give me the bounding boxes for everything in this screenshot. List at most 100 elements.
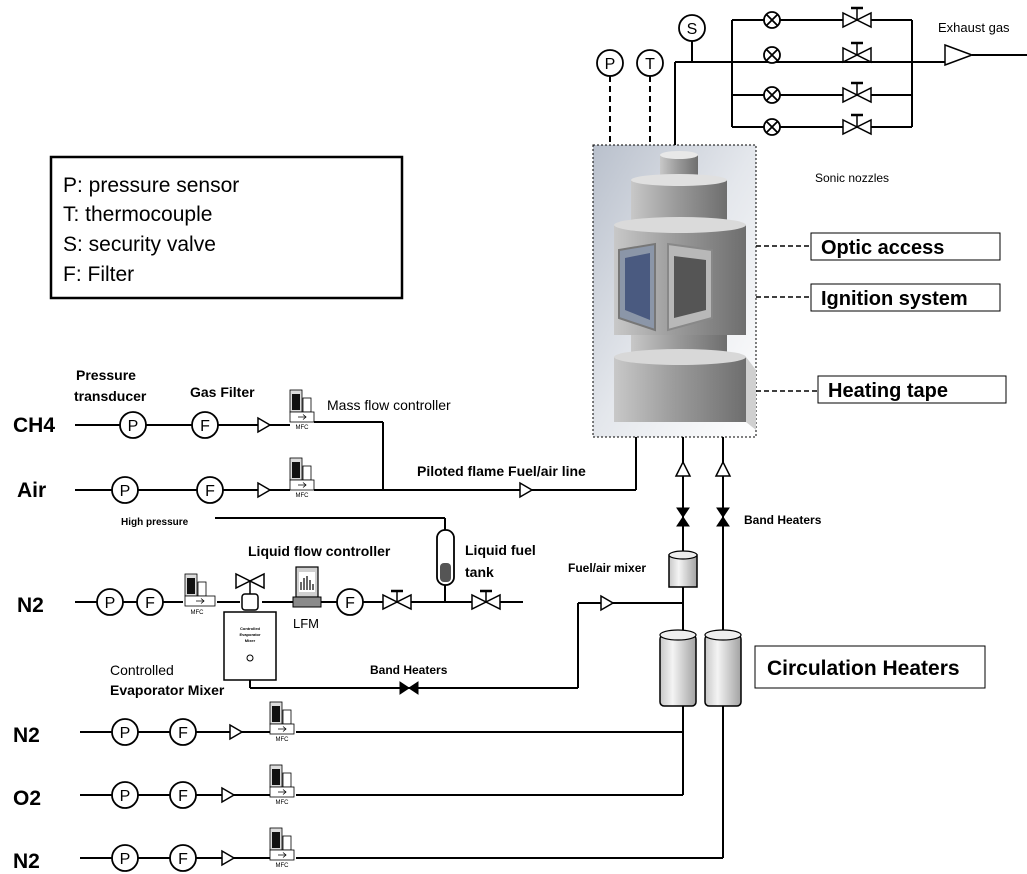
pressure-transducer-icon: P bbox=[111, 476, 139, 504]
sonic-nozzles-label: Sonic nozzles bbox=[815, 171, 889, 185]
mfc-label: MFC bbox=[296, 493, 310, 499]
mfc-icon: MFC bbox=[269, 764, 295, 806]
filter-icon: F bbox=[136, 588, 164, 616]
chamber-sensor-lines bbox=[609, 76, 651, 145]
cem-box-text: Evaporator bbox=[239, 632, 261, 637]
ignition-system-label: Ignition system bbox=[821, 288, 968, 310]
mfc-icon: MFC bbox=[184, 573, 216, 616]
controlled-evaporator-mixer: Controlled Evaporator Mixer bbox=[223, 611, 277, 681]
thermocouple-symbol: T bbox=[645, 56, 655, 73]
circulation-heater-2 bbox=[704, 629, 742, 707]
cem-inlet-valve-icon bbox=[235, 572, 265, 611]
filter-icon: F bbox=[169, 781, 197, 809]
check-valve-icon bbox=[399, 507, 730, 695]
gas-inlet-ch4: CH4 bbox=[13, 414, 55, 437]
filter-icon: F bbox=[336, 588, 364, 616]
band-heaters-label: Band Heaters bbox=[370, 663, 448, 677]
mass-flow-controller-label: Mass flow controller bbox=[327, 397, 451, 413]
mfc-icon: MFC bbox=[269, 827, 295, 869]
legend: P: pressure sensor T: thermocouple S: se… bbox=[49, 155, 404, 300]
liquid-fuel-tank-label: tank bbox=[465, 564, 494, 580]
combustion-chamber-render bbox=[592, 144, 757, 438]
security-valve-symbol: S bbox=[687, 21, 698, 38]
filter-icon: F bbox=[196, 476, 224, 504]
circulation-heaters-label: Circulation Heaters bbox=[767, 657, 960, 680]
filter-symbol: F bbox=[200, 418, 210, 435]
mfc-icon: MFC bbox=[269, 701, 295, 743]
exhaust-valve-icon bbox=[842, 113, 872, 136]
gas-inlet-n2-lower: N2 bbox=[13, 850, 40, 873]
liquid-flow-meter: LFM bbox=[292, 566, 322, 631]
mfc-label: MFC bbox=[191, 610, 205, 616]
mfc-icon: MFC bbox=[289, 389, 315, 431]
sonic-nozzle-icon bbox=[763, 11, 781, 29]
sonic-nozzle-icon bbox=[763, 46, 781, 64]
mfc-label: MFC bbox=[276, 737, 290, 743]
filter-icon: F bbox=[169, 844, 197, 872]
pressure-transducer-icon: P bbox=[119, 411, 147, 439]
shutoff-valve-icon bbox=[471, 589, 501, 611]
liquid-flow-controller-label: Liquid flow controller bbox=[248, 543, 391, 559]
cem-label: Controlled bbox=[110, 662, 174, 678]
filter-symbol: F bbox=[345, 595, 355, 612]
liquid-fuel-tank bbox=[436, 529, 455, 586]
cem-label: Evaporator Mixer bbox=[110, 682, 225, 698]
cem-box-text: Mixer bbox=[245, 638, 256, 643]
gas-inlet-air: Air bbox=[17, 479, 46, 502]
pressure-transducer-icon: P bbox=[111, 781, 139, 809]
piloted-flame-line-label: Piloted flame Fuel/air line bbox=[417, 463, 586, 479]
filter-icon: F bbox=[169, 718, 197, 746]
pressure-symbol: P bbox=[120, 851, 131, 868]
shutoff-valve-icon bbox=[382, 589, 412, 611]
pressure-symbol: P bbox=[120, 483, 131, 500]
callout-heating-tape: Heating tape bbox=[756, 375, 1007, 404]
pressure-transducer-label: transducer bbox=[74, 388, 147, 404]
gas-inlet-n2: N2 bbox=[13, 724, 40, 747]
band-heaters-label: Band Heaters bbox=[744, 513, 822, 527]
mfc-label: MFC bbox=[276, 863, 290, 869]
mfc-label: MFC bbox=[296, 425, 310, 431]
exhaust-valve-icon bbox=[842, 6, 872, 29]
circulation-heater-1 bbox=[659, 629, 697, 707]
pressure-symbol: P bbox=[105, 595, 116, 612]
filter-icon: F bbox=[191, 411, 219, 439]
exhaust-outlet-arrow bbox=[944, 43, 975, 67]
fuel-air-mixer bbox=[668, 550, 698, 588]
pressure-symbol: P bbox=[120, 788, 131, 805]
legend-item-thermocouple: T: thermocouple bbox=[63, 203, 212, 226]
callout-circulation-heaters: Circulation Heaters bbox=[754, 645, 986, 689]
pressure-symbol: P bbox=[128, 418, 139, 435]
legend-item-security: S: security valve bbox=[63, 233, 216, 256]
legend-item-pressure: P: pressure sensor bbox=[63, 174, 239, 197]
optic-access-label: Optic access bbox=[821, 237, 944, 259]
thermocouple-icon: T bbox=[636, 49, 664, 77]
exhaust-manifold bbox=[674, 19, 1027, 145]
cem-box-text: Controlled bbox=[240, 626, 261, 631]
filter-symbol: F bbox=[205, 483, 215, 500]
exhaust-valve-icon bbox=[842, 41, 872, 64]
pressure-transducer-icon: P bbox=[96, 588, 124, 616]
pressure-transducer-icon: P bbox=[111, 844, 139, 872]
pressure-symbol: P bbox=[120, 725, 131, 742]
gas-inlet-o2: O2 bbox=[13, 787, 41, 810]
high-pressure-label: High pressure bbox=[121, 517, 189, 528]
mfc-label: MFC bbox=[276, 800, 290, 806]
heating-tape-label: Heating tape bbox=[828, 380, 948, 402]
fuel-air-mixer-label: Fuel/air mixer bbox=[568, 561, 646, 575]
gas-inlet-n2-liquid: N2 bbox=[17, 594, 44, 617]
filter-symbol: F bbox=[178, 851, 188, 868]
exhaust-valve-icon bbox=[842, 81, 872, 104]
callout-optic-access: Optic access bbox=[756, 232, 1001, 261]
security-valve-icon: S bbox=[678, 14, 706, 42]
filter-symbol: F bbox=[145, 595, 155, 612]
mfc-icon: MFC bbox=[289, 457, 315, 499]
pressure-sensor-icon: P bbox=[596, 49, 624, 77]
flow-arrow-icon bbox=[221, 416, 732, 867]
pressure-transducer-label: Pressure bbox=[76, 367, 136, 383]
pressure-transducer-icon: P bbox=[111, 718, 139, 746]
filter-symbol: F bbox=[178, 788, 188, 805]
sonic-nozzle-icon bbox=[763, 86, 781, 104]
exhaust-gas-label: Exhaust gas bbox=[938, 20, 1010, 35]
lfm-label: LFM bbox=[293, 616, 319, 631]
